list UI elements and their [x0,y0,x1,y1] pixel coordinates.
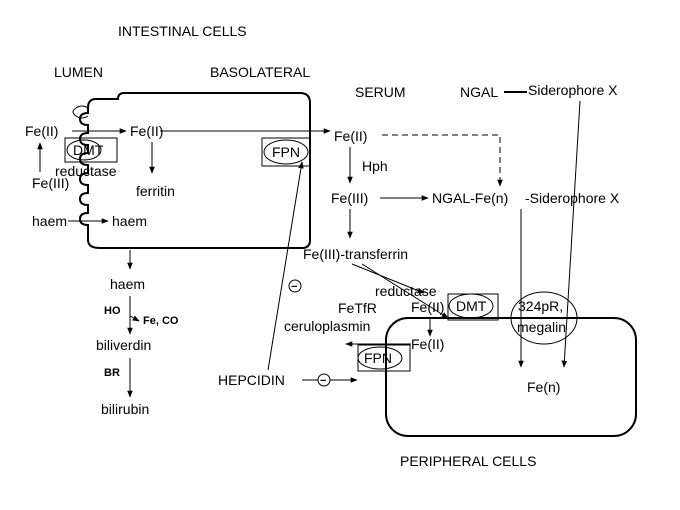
dmt-transporter-box [64,137,118,163]
hepcidin-to-basolateral-fpn-arrow [267,161,304,371]
transferrin-to-dmt-arrow [361,263,449,319]
fpn-basolateral-box [261,137,311,167]
inhibition-sign-1 [288,279,302,293]
siderophore-uptake-arrow [561,100,581,368]
dmt-transporter-ellipse [66,139,102,161]
ceruloplasmin-label: ceruloplasmin [284,318,370,334]
hepcidin-label: HEPCIDIN [218,372,285,388]
peripheral-fen-label: Fe(n) [527,379,560,395]
reductase-label: reductase [55,163,117,179]
lumen-haem-label: haem [32,213,67,229]
transferrin-label: Fe(III)-transferrin [303,246,408,262]
megalin-label: megalin [517,319,566,335]
ngal-fe-label: NGAL-Fe(n) [432,190,508,206]
peripheral-fpn-ellipse [357,346,403,370]
inhibition-sign-2 [317,373,331,387]
fetfr-label: FeTfR [338,300,377,316]
peripheral-reductase-label: reductase [375,283,437,299]
ferritin-label: ferritin [136,183,175,199]
fpn-basolateral-label: FPN [272,144,300,160]
fe2-to-ngal-dashed-arrow [382,134,503,187]
inhibition-minus-1: − [291,281,297,293]
fpn-basolateral-ellipse [263,139,309,165]
bilirubin-label: bilirubin [101,401,149,417]
peripheral-dmt-ellipse [448,293,494,319]
ho-enzyme-label: HO [104,305,121,317]
peripheral-fe2-top-label: Fe(II) [411,299,444,315]
serum-heading: SERUM [355,84,406,100]
inhibition-minus-2: − [320,375,326,387]
fe-co-label: Fe, CO [143,315,179,327]
basolateral-heading: BASOLATERAL [210,64,310,80]
serum-fe2-label: Fe(II) [334,128,367,144]
serum-siderophore-label: -Siderophore X [525,190,620,206]
serum-fe3-label: Fe(III) [331,190,368,206]
siderophore-x-heading: Siderophore X [528,82,618,98]
lumen-heading: LUMEN [54,64,103,80]
peripheral-dmt-label: DMT [456,298,487,314]
fe-co-release-arrow [129,315,140,322]
intestinal-cell-outline [78,92,311,249]
receptor-ellipse [510,291,578,345]
intestinal-cells-heading: INTESTINAL CELLS [118,23,247,39]
hephaestin-label: Hph [362,158,388,174]
transferrin-to-reductase-arrow [351,263,425,294]
lumen-fe2-label: Fe(II) [25,123,58,139]
br-enzyme-label: BR [104,367,120,379]
lumen-fe3-label: Fe(III) [32,175,69,191]
cell-haem-label: haem [112,213,147,229]
biliverdin-label: biliverdin [96,337,151,353]
cell-fe2-label: Fe(II) [130,123,163,139]
peripheral-fpn-label: FPN [364,350,392,366]
peripheral-fe2-label: Fe(II) [411,336,444,352]
peripheral-cells-heading: PERIPHERAL CELLS [400,453,536,469]
ngal-heading: NGAL [460,84,498,100]
dmt-label: DMT [73,142,104,158]
receptor-label: 324pR, [518,298,563,314]
microvillus [72,105,89,119]
haem-pathway-label: haem [110,276,145,292]
